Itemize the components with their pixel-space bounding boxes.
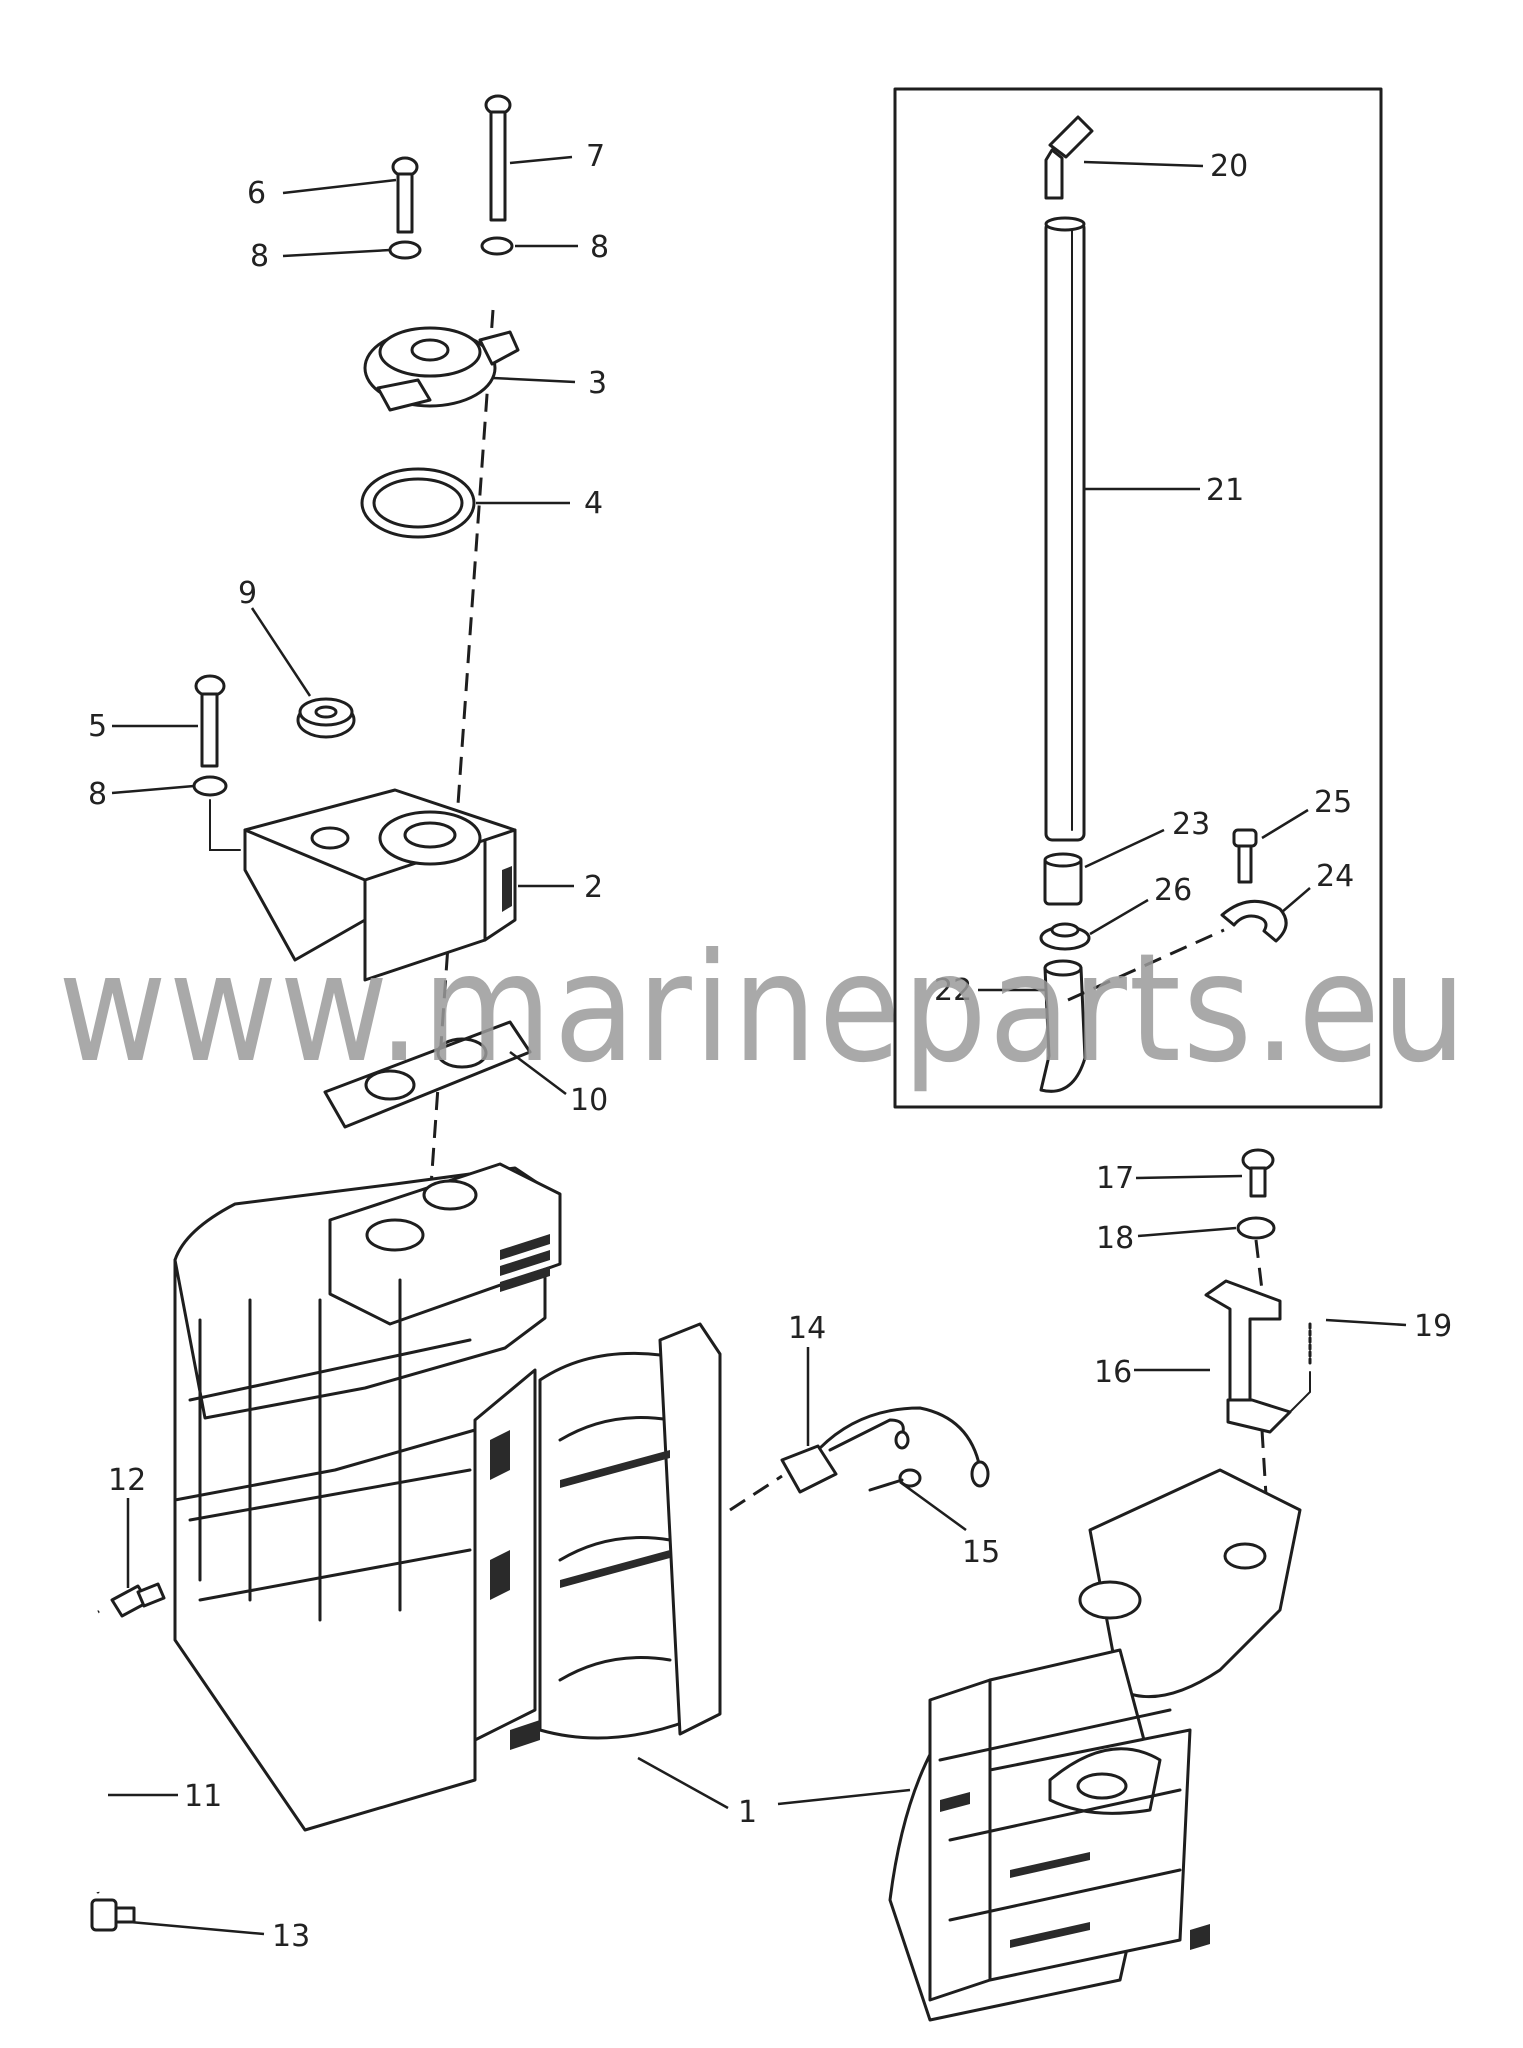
callout-17: 17 — [1096, 1161, 1134, 1196]
part-5-bolt — [194, 674, 226, 768]
callout-8: 8 — [88, 777, 107, 812]
part-1-cylinder-block — [173, 1162, 722, 1832]
part-9-grommet — [296, 697, 356, 739]
part-21-tube — [1044, 216, 1086, 842]
part-13-elbow-fitting — [90, 1898, 136, 1932]
part-6-bolt — [391, 156, 419, 234]
part-26-grommet — [1039, 922, 1091, 951]
callout-6: 6 — [247, 176, 266, 211]
part-20-elbow-fitting — [1044, 115, 1094, 200]
part-7-long-bolt — [484, 94, 512, 222]
callout-1: 1 — [738, 1795, 757, 1830]
callout-8: 8 — [250, 239, 269, 274]
part-17-bolt — [1241, 1148, 1275, 1198]
callout-3: 3 — [588, 366, 607, 401]
callout-5: 5 — [88, 709, 107, 744]
callout-18: 18 — [1096, 1221, 1134, 1256]
callout-11: 11 — [184, 1779, 222, 1814]
part-4-o-ring — [360, 467, 476, 539]
part-16-bracket — [1204, 1279, 1292, 1434]
callout-13: 13 — [272, 1919, 310, 1954]
part-24-clip — [1220, 899, 1288, 943]
part-15-screw — [868, 1468, 922, 1492]
callout-16: 16 — [1094, 1355, 1132, 1390]
watermark-text: www.marineparts.eu — [58, 922, 1468, 1096]
callout-23: 23 — [1172, 807, 1210, 842]
callout-2: 2 — [584, 870, 603, 905]
callout-26: 26 — [1154, 873, 1192, 908]
callout-21: 21 — [1206, 473, 1244, 508]
part-8-washer — [388, 240, 422, 260]
part-8-washer — [480, 236, 514, 256]
part-25-screw — [1232, 828, 1258, 884]
callout-8: 8 — [590, 230, 609, 265]
callout-15: 15 — [962, 1535, 1000, 1570]
part-11-hose — [63, 1609, 101, 1894]
callout-25: 25 — [1314, 785, 1352, 820]
callout-4: 4 — [584, 486, 603, 521]
callout-9: 9 — [238, 576, 257, 611]
part-1-block-rear-view — [888, 1468, 1302, 2022]
part-3-housing-cap — [363, 326, 520, 412]
part-23-sleeve — [1043, 852, 1083, 906]
callout-12: 12 — [108, 1463, 146, 1498]
callout-22: 22 — [934, 973, 972, 1008]
callout-10: 10 — [570, 1083, 608, 1118]
part-12-fitting — [110, 1582, 166, 1618]
part-10-gasket — [323, 1020, 532, 1129]
callout-14: 14 — [788, 1311, 826, 1346]
part-18-washer — [1236, 1216, 1276, 1240]
part-2-housing — [243, 788, 517, 982]
callout-7: 7 — [586, 139, 605, 174]
callout-20: 20 — [1210, 149, 1248, 184]
inset-frame — [893, 87, 1383, 1109]
part-14-sensor — [780, 1406, 990, 1494]
callout-19: 19 — [1414, 1309, 1452, 1344]
part-8-washer — [192, 775, 228, 797]
callout-24: 24 — [1316, 859, 1354, 894]
